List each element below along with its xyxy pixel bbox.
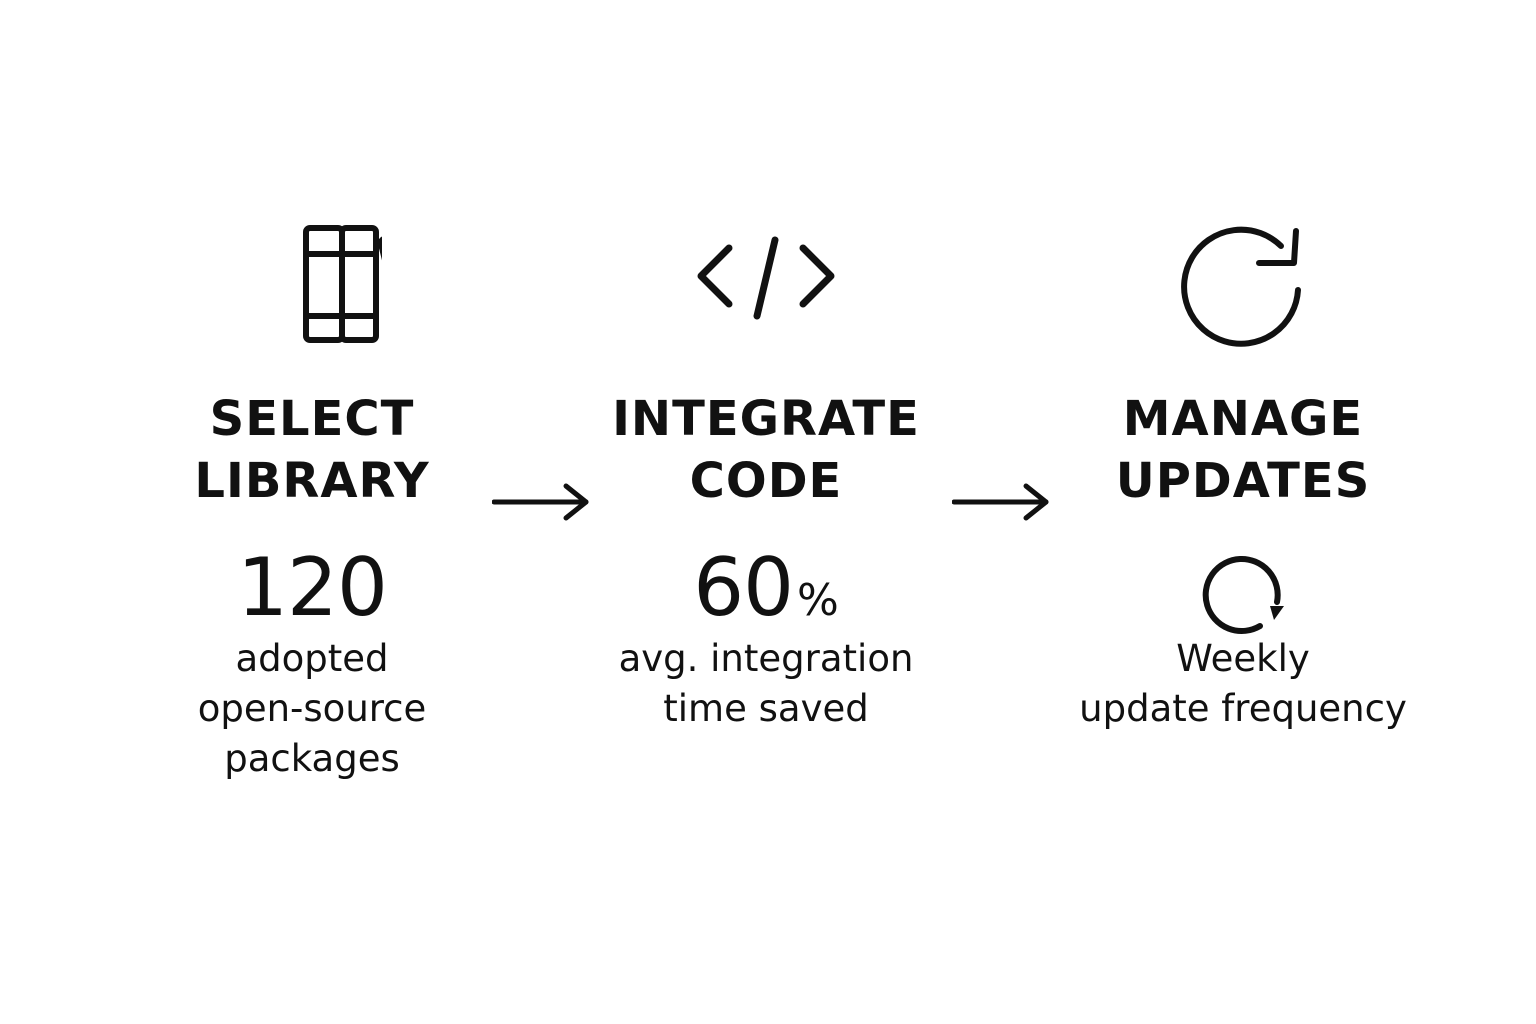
metric-value: 60 xyxy=(693,541,794,634)
arrow-right-icon xyxy=(492,483,589,521)
refresh-small-icon xyxy=(1202,556,1284,634)
step-select-library: SELECT LIBRARY 120 adopted open-source p… xyxy=(92,0,532,1024)
step-manage-updates: MANAGE UPDATES Weekly update frequency xyxy=(1023,0,1463,1024)
step-title: INTEGRATE CODE xyxy=(546,388,986,512)
step-metric: 60% xyxy=(546,538,986,638)
step-title-line: INTEGRATE xyxy=(612,391,920,447)
step-title-line: UPDATES xyxy=(1115,453,1371,509)
description-line: update frequency xyxy=(1079,687,1407,730)
arrow-right-icon xyxy=(952,483,1049,521)
description-line: packages xyxy=(224,737,400,780)
description-line: avg. integration xyxy=(618,637,914,680)
step-title: SELECT LIBRARY xyxy=(92,388,532,512)
step-description: avg. integration time saved xyxy=(546,634,986,734)
step-title-line: CODE xyxy=(689,453,843,509)
step-title-line: LIBRARY xyxy=(194,453,430,509)
step-title: MANAGE UPDATES xyxy=(1023,388,1463,512)
description-line: Weekly xyxy=(1176,637,1310,680)
step-metric: 120 xyxy=(92,538,532,638)
description-line: time saved xyxy=(663,687,869,730)
step-description: adopted open-source packages xyxy=(92,634,532,784)
refresh-icon xyxy=(1181,226,1301,347)
description-line: open-source xyxy=(197,687,427,730)
step-description: Weekly update frequency xyxy=(1023,634,1463,734)
metric-value: 120 xyxy=(237,541,388,634)
metric-unit: % xyxy=(796,575,839,626)
step-title-line: SELECT xyxy=(209,391,415,447)
step-title-line: MANAGE xyxy=(1122,391,1364,447)
books-icon xyxy=(303,225,382,343)
code-brackets-icon xyxy=(697,236,835,320)
step-integrate-code: INTEGRATE CODE 60% avg. integration time… xyxy=(546,0,986,1024)
description-line: adopted xyxy=(235,637,389,680)
